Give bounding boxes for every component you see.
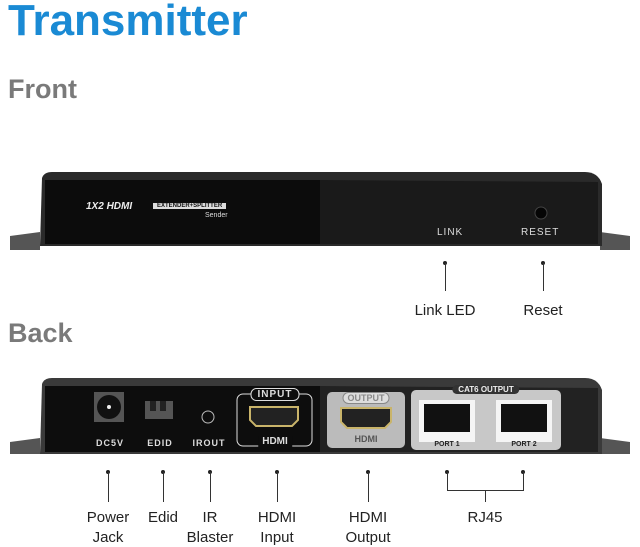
cat6-tag: CAT6 OUTPUT	[452, 385, 520, 394]
callout-line	[108, 472, 109, 502]
front-heading: Front	[8, 74, 77, 104]
output-tag: OUTPUT	[342, 392, 390, 404]
back-heading: Back	[8, 318, 73, 348]
title: Transmitter	[8, 0, 248, 45]
front-badge: EXTENDER+SPLITTER	[153, 203, 227, 209]
irout-label: IROUT	[192, 438, 226, 448]
front-device	[10, 172, 630, 250]
link-label: LINK	[437, 227, 464, 238]
dc5v-label: DC5V	[95, 438, 125, 448]
callout-reset: Reset	[523, 302, 563, 319]
port1-label: PORT 1	[434, 441, 460, 448]
callout-line	[485, 490, 486, 502]
callout-line	[445, 263, 446, 291]
input-tag: INPUT	[250, 388, 300, 401]
port2-label: PORT 2	[511, 441, 537, 448]
callout-line	[368, 472, 369, 502]
hdmi-output-label: HDMI	[354, 434, 378, 444]
callout-line	[210, 472, 211, 502]
edid-label: EDID	[147, 438, 173, 448]
callout-link-led: Link LED	[414, 302, 476, 319]
callout-line	[163, 472, 164, 502]
callout-line	[523, 472, 524, 490]
reset-label: RESET	[521, 227, 560, 238]
back-device	[10, 378, 630, 454]
callout-line	[277, 472, 278, 502]
callout-edid: Edid	[147, 509, 179, 526]
callout-rj45: RJ45	[467, 509, 503, 526]
callout-line	[543, 263, 544, 291]
hdmi-input-label: HDMI	[258, 436, 292, 447]
front-sub: Sender	[205, 212, 228, 219]
front-logo: 1X2 HDMI	[86, 201, 133, 212]
callout-line	[447, 472, 448, 490]
